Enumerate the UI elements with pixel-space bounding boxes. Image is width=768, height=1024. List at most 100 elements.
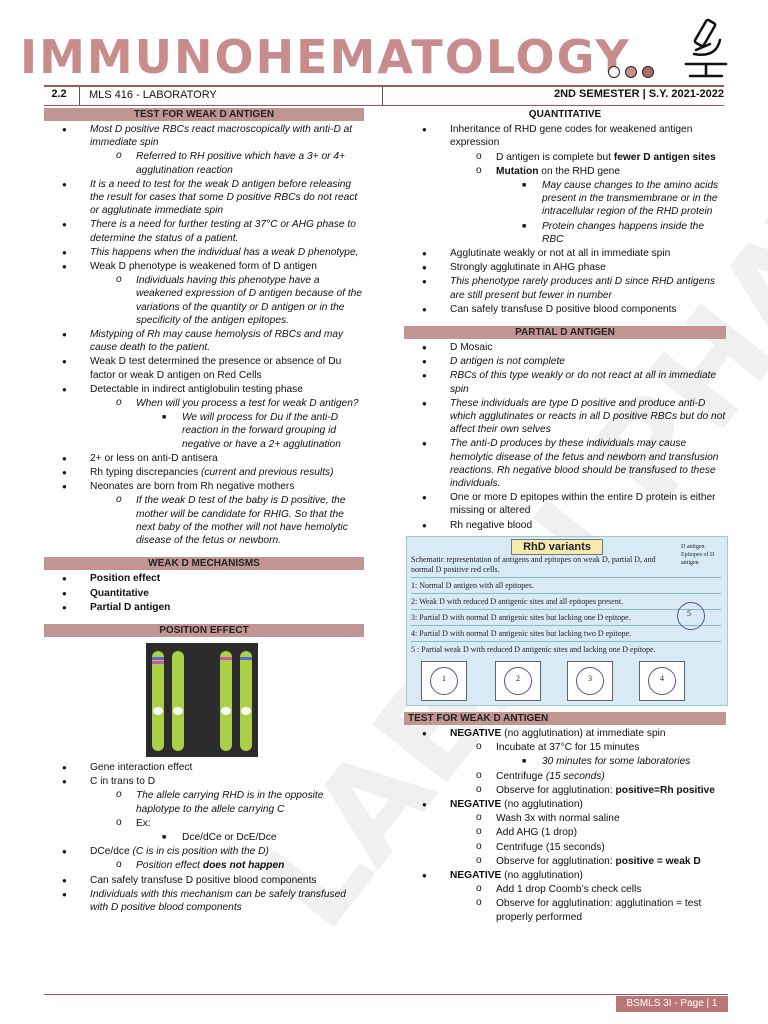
cell-diagram: 4 <box>639 660 685 701</box>
list-item: Rh typing discrepancies (current and pre… <box>44 466 364 479</box>
legend-epitopes: Epitopes of D antigen <box>681 551 715 566</box>
item-text: Position effect <box>136 860 200 872</box>
list-item: DCe/dce (C is in cis position with the D… <box>44 845 364 858</box>
item-text: Observe for agglutination: <box>496 855 613 867</box>
item-text: D antigen is complete but <box>496 151 611 163</box>
figure-row: 5 : Partial weak D with reduced D antige… <box>411 644 656 654</box>
list-item: The allele carrying RHD is in the opposi… <box>44 788 364 815</box>
list-item: It is a need to test for the weak D anti… <box>44 178 364 218</box>
section-heading: PARTIAL D ANTIGEN <box>404 326 726 340</box>
list-item: Quantitative <box>44 587 364 600</box>
list-item: C in trans to D <box>44 775 364 788</box>
page-footer: BSMLS 3I - Page | 1 <box>616 996 728 1012</box>
list-item: Neonates are born from Rh negative mothe… <box>44 480 364 493</box>
figure-row: 2: Weak D with reduced D antigenic sites… <box>411 596 624 606</box>
item-text: on the RHD gene <box>541 165 621 177</box>
semester-label: 2ND SEMESTER | S.Y. 2021-2022 <box>554 88 724 100</box>
list-item: We will process for Du if the anti-D rea… <box>44 411 364 451</box>
list-item: Rh negative blood <box>404 519 726 532</box>
rhd-variants-figure: RhD variants D antigen Epitopes of D ant… <box>406 535 728 706</box>
section-heading: TEST FOR WEAK D ANTIGEN <box>404 711 726 725</box>
list-item: Individuals having this phenotype have a… <box>44 273 364 327</box>
item-text: (no agglutination) at immediate spin <box>504 727 666 739</box>
list-item: D Mosaic <box>404 341 726 354</box>
item-note: (15 seconds) <box>545 770 605 782</box>
list-item: Weak D test determined the presence or a… <box>44 355 364 381</box>
chromosome <box>240 650 252 751</box>
dot-icon <box>608 66 620 78</box>
item-text: Observe for agglutination: <box>496 784 613 796</box>
item-emphasis: NEGATIVE <box>450 727 502 739</box>
item-emphasis: fewer D antigen sites <box>613 151 716 163</box>
list-item: The anti-D produces by these individuals… <box>404 437 726 490</box>
list-item: Wash 3x with normal saline <box>404 811 726 825</box>
list-item: Detectable in indirect antiglobulin test… <box>44 383 364 396</box>
list-item: Position effect <box>44 572 364 585</box>
list-item: If the weak D test of the baby is D posi… <box>44 493 364 547</box>
list-item: Add 1 drop Coomb’s check cells <box>404 882 726 896</box>
cell-diagram: 5 <box>669 597 709 633</box>
list-item: Protein changes happens inside the RBC <box>404 220 726 246</box>
right-column: QUANTITATIVE Inheritance of RHD gene cod… <box>404 108 728 925</box>
list-item: Add AHG (1 drop) <box>404 825 726 839</box>
chromosome <box>172 650 184 751</box>
item-text: Rh typing discrepancies <box>90 467 199 479</box>
list-item: NEGATIVE (no agglutination) <box>404 798 726 811</box>
figure-row: 1: Normal D antigen with all epitopes. <box>411 580 534 590</box>
list-item: RBCs of this type weakly or do not react… <box>404 369 726 395</box>
section-heading: QUANTITATIVE <box>528 109 602 120</box>
list-item: One or more D epitopes within the entire… <box>404 491 726 517</box>
item-emphasis: positive=Rh positive <box>615 784 715 796</box>
list-item: This happens when the individual has a w… <box>44 246 364 259</box>
list-item: Observe for agglutination: agglutination… <box>404 896 726 923</box>
item-emphasis: Mutation <box>496 165 539 177</box>
cell-label: 3 <box>588 673 592 683</box>
figure-title: RhD variants <box>511 538 603 555</box>
list-item: Incubate at 37°C for 15 minutes <box>404 740 726 754</box>
list-item: There is a need for further testing at 3… <box>44 218 364 244</box>
list-item: Agglutinate weakly or not at all in imme… <box>404 247 726 260</box>
list-item: 2+ or less on anti-D antisera <box>44 452 364 465</box>
item-emphasis: positive = weak D <box>615 855 701 867</box>
list-item: Centrifuge (15 seconds) <box>404 768 726 783</box>
list-item: D antigen is not complete <box>404 355 726 368</box>
list-item: Can safely transfuse D positive blood co… <box>404 303 726 316</box>
item-text: (no agglutination) <box>504 869 583 881</box>
footer-divider <box>44 994 728 995</box>
page-title: IMMUNOHEMATOLOGY <box>20 30 631 84</box>
list-item: Centrifuge (15 seconds) <box>404 840 726 854</box>
cell-diagram: 2 <box>495 660 541 701</box>
list-item: When will you process a test for weak D … <box>44 396 364 410</box>
cell-label: 1 <box>442 673 446 683</box>
dot-icon <box>642 66 654 78</box>
left-column: TEST FOR WEAK D ANTIGEN Most D positive … <box>44 108 364 915</box>
microscope-icon <box>676 14 736 89</box>
list-item: D antigen is complete but fewer D antige… <box>404 150 726 164</box>
figure-legend: D antigen Epitopes of D antigen <box>681 543 727 567</box>
list-item: Mistyping of Rh may cause hemolysis of R… <box>44 328 364 354</box>
list-item: This phenotype rarely produces anti D si… <box>404 275 726 301</box>
cell-label: 2 <box>516 673 520 683</box>
item-emphasis: does not happen <box>202 860 285 872</box>
item-emphasis: NEGATIVE <box>450 798 502 810</box>
item-text: DCe/dce <box>90 846 130 858</box>
header-bar: 2.2 MLS 416 - LABORATORY 2ND SEMESTER | … <box>44 85 724 106</box>
section-heading: TEST FOR WEAK D ANTIGEN <box>44 108 364 121</box>
list-item: Ex: <box>44 816 364 830</box>
cell-diagram: 1 <box>421 660 467 701</box>
chromosome <box>220 650 232 751</box>
cell-label: 5 <box>687 608 691 618</box>
list-item: Partial D antigen <box>44 601 364 614</box>
figure-row: 3: Partial D with normal D antigenic sit… <box>411 612 631 622</box>
list-item: These individuals are type D positive an… <box>404 397 726 437</box>
list-item: Observe for agglutination: positive = we… <box>404 854 726 868</box>
item-emphasis: NEGATIVE <box>450 869 502 881</box>
list-item: Referred to RH positive which have a 3+ … <box>44 149 364 176</box>
divider <box>382 87 383 105</box>
item-note: (C is in cis position with the D) <box>132 846 269 858</box>
decorative-dots <box>608 66 654 78</box>
list-item: Mutation on the RHD gene <box>404 164 726 178</box>
legend-d-antigen: D antigen <box>681 543 705 550</box>
cell-label: 4 <box>660 673 664 683</box>
list-item: Position effect does not happen <box>44 858 364 872</box>
